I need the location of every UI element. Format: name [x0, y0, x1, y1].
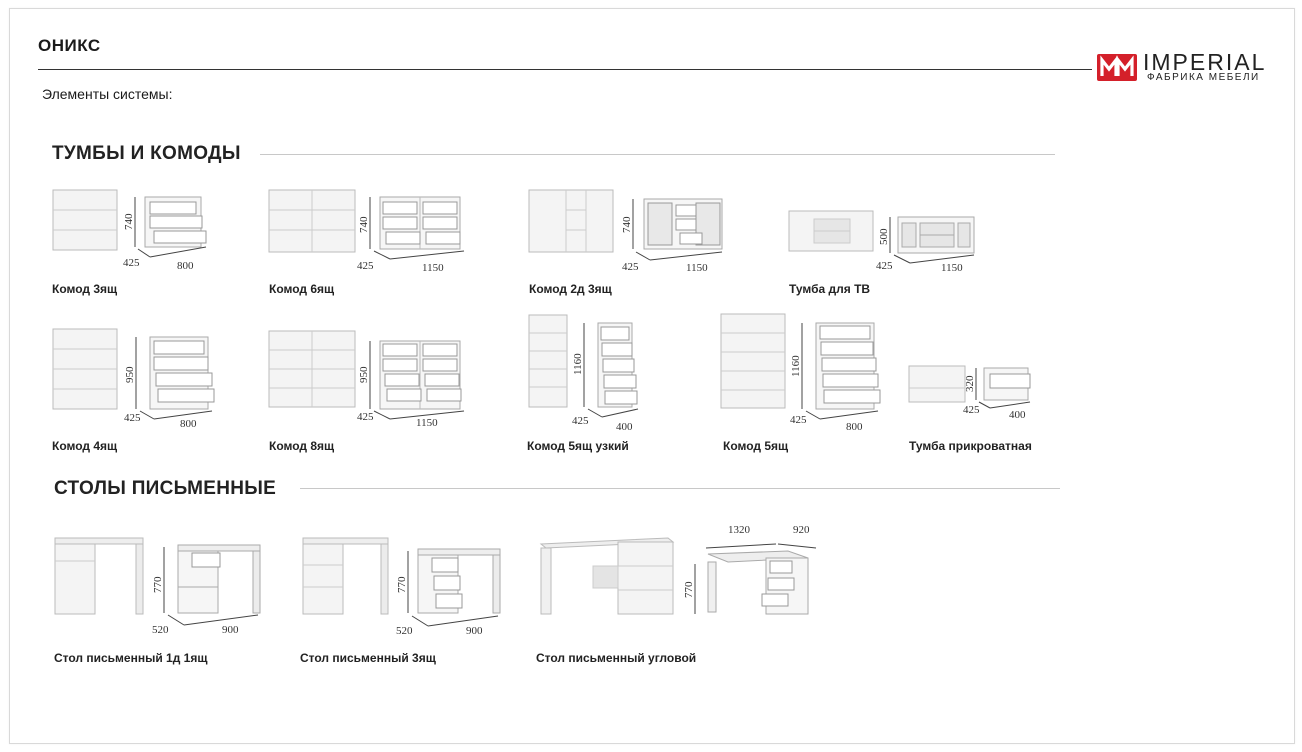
dim-height: 740	[621, 216, 633, 233]
dim-width: 1150	[941, 262, 963, 274]
item-label: Комод 8ящ	[269, 439, 335, 453]
drawing-dresser-6-drawers: 740 425 1150	[268, 189, 465, 274]
item-label: Комод 5ящ узкий	[527, 439, 629, 453]
dim-width: 400	[1009, 409, 1026, 421]
item-label: Стол письменный 3ящ	[300, 651, 436, 665]
drawing-dresser-8-drawers: 950 425 1150	[268, 330, 465, 429]
document-title: ОНИКС	[38, 36, 101, 55]
dim-height: 770	[152, 576, 164, 593]
dim-depth: 425	[963, 404, 980, 416]
logo-mark-icon	[1097, 54, 1137, 81]
item-label: Комод 4ящ	[52, 439, 118, 453]
dim-depth: 425	[790, 414, 807, 426]
drawing-dresser-2-doors-3-drawers: 740 425 1150	[528, 189, 723, 274]
logo-subtitle: ФАБРИКА МЕБЕЛИ	[1147, 72, 1260, 83]
dim-height: 1160	[790, 355, 802, 377]
section-title-cabinets: ТУМБЫ И КОМОДЫ	[52, 143, 241, 164]
dim-depth: 425	[876, 260, 893, 272]
dim-width: 800	[180, 418, 197, 430]
dim-width: 800	[846, 421, 863, 433]
dim-height: 320	[964, 375, 976, 392]
dim-width: 400	[616, 421, 633, 433]
dim-width: 1150	[416, 417, 438, 429]
dim-depth: 425	[357, 260, 374, 272]
dim-height: 740	[358, 216, 370, 233]
dim-depth: 425	[124, 412, 141, 424]
section-divider	[260, 154, 1055, 155]
drawing-dresser-4-drawers: 950 425 800	[52, 328, 215, 430]
item-label: Комод 6ящ	[269, 282, 335, 296]
drawing-dresser-3-drawers: 740 425 800	[52, 189, 207, 272]
item-label: Тумба прикроватная	[909, 439, 1032, 453]
item-label: Тумба для ТВ	[789, 282, 871, 296]
item-label: Стол письменный 1д 1ящ	[54, 651, 208, 665]
dim-width-short: 920	[793, 524, 810, 536]
dim-width: 900	[222, 624, 239, 636]
page-frame	[9, 8, 1295, 744]
drawing-narrow-dresser-5-drawers: 1160 425 400	[528, 314, 639, 433]
section-divider	[300, 488, 1060, 489]
drawing-nightstand: 320 425 400	[908, 365, 1031, 421]
dim-height: 500	[878, 228, 890, 245]
drawing-corner-desk: 770 1320 920	[539, 524, 817, 615]
drawing-desk-1-door-1-drawer: 770 520 900	[54, 537, 261, 636]
dim-width: 900	[466, 625, 483, 637]
dim-depth: 425	[123, 257, 140, 269]
title-divider	[38, 69, 1092, 70]
item-label: Комод 2д 3ящ	[529, 282, 612, 296]
logo-name: IMPERIAL	[1143, 49, 1267, 75]
dim-height: 950	[358, 366, 370, 383]
dim-height: 770	[683, 581, 695, 598]
dim-depth: 520	[152, 624, 169, 636]
dim-width: 1150	[422, 262, 444, 274]
dim-width-long: 1320	[728, 524, 751, 536]
item-label: Стол письменный угловой	[536, 651, 697, 665]
dim-width: 1150	[686, 262, 708, 274]
dim-height: 1160	[572, 353, 584, 375]
drawing-desk-3-drawers: 770 520 900	[302, 537, 501, 637]
item-label: Комод 5ящ	[723, 439, 789, 453]
dim-depth: 520	[396, 625, 413, 637]
dim-depth: 425	[572, 415, 589, 427]
dim-height: 950	[124, 366, 136, 383]
dim-width: 800	[177, 260, 194, 272]
item-label: Комод 3ящ	[52, 282, 118, 296]
dim-depth: 425	[622, 261, 639, 273]
dim-height: 770	[396, 576, 408, 593]
section-title-desks: СТОЛЫ ПИСЬМЕННЫЕ	[54, 478, 277, 499]
page-subtitle: Элементы системы:	[42, 86, 173, 102]
dim-depth: 425	[357, 411, 374, 423]
drawing-tv-stand: 500 425 1150	[788, 210, 975, 274]
brand-logo: IMPERIAL ФАБРИКА МЕБЕЛИ	[1097, 49, 1287, 88]
dim-height: 740	[123, 213, 135, 230]
drawing-dresser-5-drawers: 1160 425 800	[720, 313, 881, 433]
